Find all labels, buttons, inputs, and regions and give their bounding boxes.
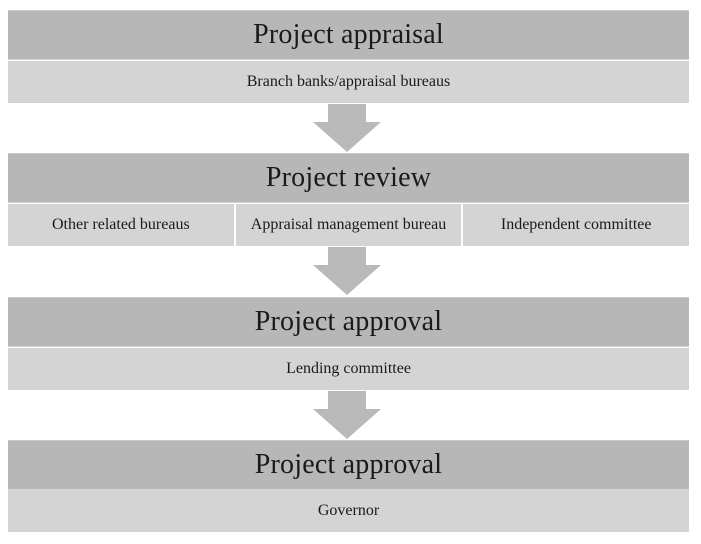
entity-box: Branch banks/appraisal bureaus: [8, 61, 689, 103]
stage-title: Project review: [8, 153, 689, 203]
entity-box: Governor: [8, 490, 689, 532]
stage-title: Project appraisal: [8, 10, 689, 60]
stage-entities: Other related bureaus Appraisal manageme…: [8, 204, 690, 246]
stage-title: Project approval: [8, 440, 689, 490]
entity-box: Appraisal management bureau: [235, 204, 464, 246]
down-arrow-icon: [313, 247, 381, 295]
stage-title: Project approval: [8, 297, 689, 347]
down-arrow-icon: [313, 391, 381, 439]
down-arrow-icon: [313, 104, 381, 152]
stage-entities: Governor: [8, 490, 689, 532]
entity-box: Lending committee: [8, 348, 689, 390]
entity-box: Independent committee: [463, 204, 690, 246]
stage-entities: Lending committee: [8, 348, 689, 390]
entity-box: Other related bureaus: [8, 204, 236, 246]
stage-entities: Branch banks/appraisal bureaus: [8, 61, 689, 103]
